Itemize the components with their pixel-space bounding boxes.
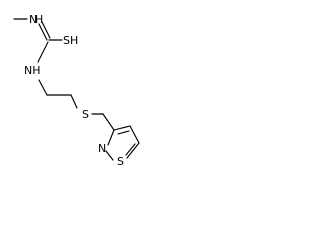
atom-s-chain: S xyxy=(82,108,89,121)
ring-bond-n-c3 xyxy=(107,129,115,146)
bond-n-c-second xyxy=(41,21,51,39)
atom-h-top: H xyxy=(35,13,43,26)
ring-bond-c3-c4 xyxy=(113,125,131,131)
bond-ch2-s xyxy=(70,94,78,109)
bond-n-c xyxy=(38,23,48,41)
ring-bond-c5-s xyxy=(126,142,140,159)
atom-n-ring: N xyxy=(98,142,106,155)
ring-bond-c5-s-double xyxy=(125,143,136,156)
ring-bond-c4-c5 xyxy=(129,125,140,144)
molecule-structure: N H SH NH S S N xyxy=(13,13,140,168)
ring-bond-c3-c4-double xyxy=(117,130,130,135)
molecule-canvas: N H SH NH S S N xyxy=(0,0,177,191)
bond-nh-ch2 xyxy=(38,79,48,96)
ring-bond-s-n xyxy=(105,150,114,161)
atom-s-ring: S xyxy=(117,155,124,168)
bond-c-nh xyxy=(37,41,49,63)
atom-nh-left: NH xyxy=(24,64,41,77)
atom-sh: SH xyxy=(63,34,78,47)
atom-n-top: N xyxy=(29,13,37,26)
bond-ch2-ring xyxy=(102,113,115,131)
